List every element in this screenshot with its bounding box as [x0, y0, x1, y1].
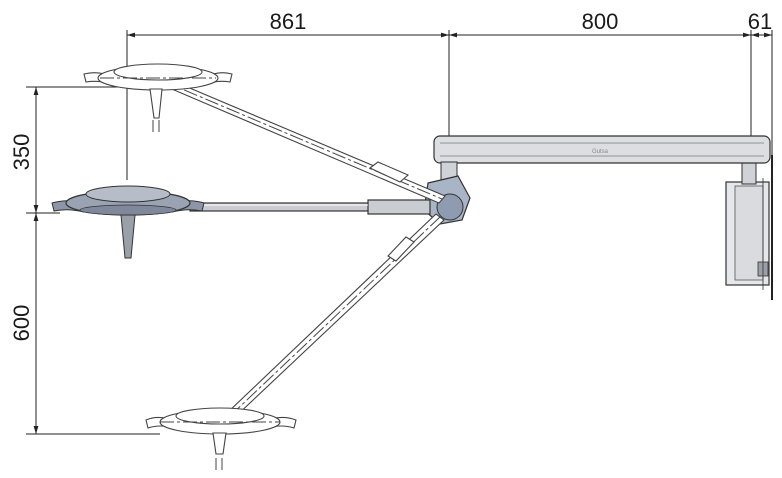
- dimension-label-61: 61: [748, 9, 772, 34]
- dimension-label-800: 800: [582, 9, 619, 34]
- bracket-post: [741, 159, 757, 185]
- bottom-lamp-sterile-handle: [212, 432, 227, 455]
- dimension-label-350: 350: [9, 134, 34, 171]
- bottom-lamp-inner-ring: [175, 407, 265, 425]
- lamp-head-middle: [51, 185, 205, 259]
- ghost-arm-upper-sleeve: [368, 161, 410, 183]
- middle-lamp-sterile-handle: [120, 214, 136, 259]
- top-lamp-inner-ring: [113, 63, 203, 81]
- top-dimension-group: 861 800 61: [126, 9, 773, 180]
- ghost-arm-lower: [225, 213, 445, 419]
- wall-bracket: [725, 155, 773, 300]
- lamp-head-top-ghost: [83, 63, 233, 132]
- left-dimension-group: 350 600: [9, 86, 160, 435]
- top-lamp-sterile-handle: [149, 88, 163, 119]
- pivot-joint: [423, 161, 471, 225]
- middle-lamp-dome: [85, 185, 171, 203]
- ghost-arm-upper-centerline: [162, 80, 443, 200]
- middle-lamp-lens: [79, 204, 177, 216]
- ghost-arm-upper: [159, 77, 446, 204]
- joint-pivot: [436, 193, 464, 221]
- upper-horizontal-arm: Gutsa: [433, 135, 771, 164]
- brand-mark: Gutsa: [592, 149, 609, 155]
- lamp-head-bottom-ghost: [145, 407, 297, 470]
- active-arm-tube: [189, 202, 371, 212]
- ghost-arm-lower-sleeve: [387, 236, 415, 262]
- dimension-label-600: 600: [9, 305, 34, 342]
- active-horizontal-arm: [189, 199, 431, 215]
- dimension-label-861: 861: [270, 9, 307, 34]
- active-arm-sleeve: [367, 199, 431, 215]
